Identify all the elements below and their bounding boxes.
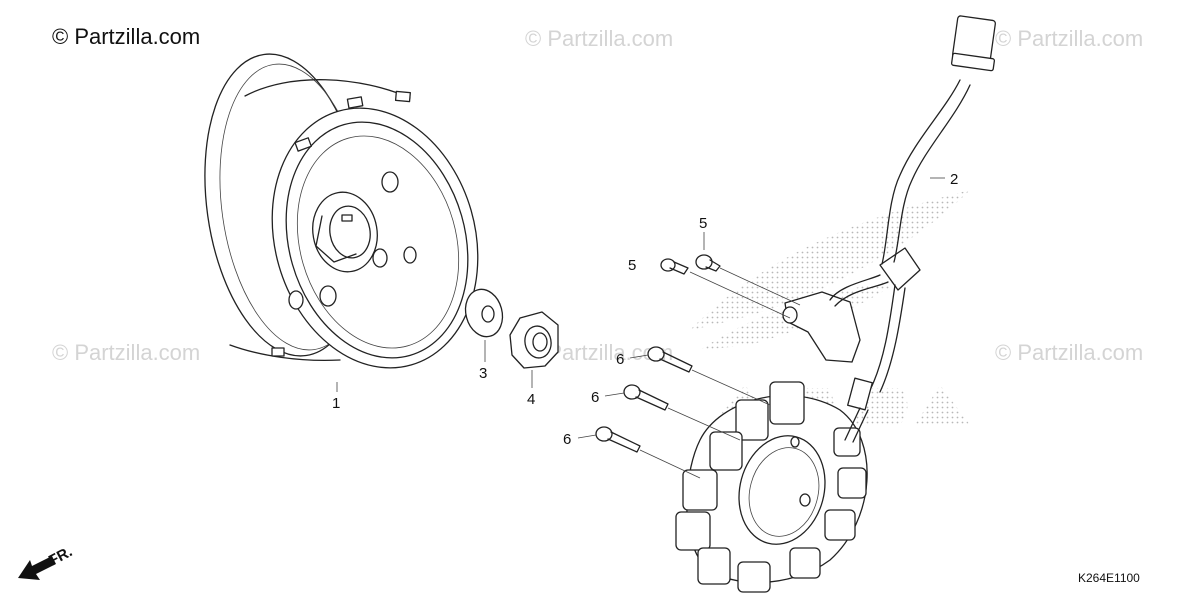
leader-lines	[336, 177, 945, 479]
flywheel	[204, 53, 479, 369]
callout-6: 6	[616, 351, 624, 368]
front-direction-arrow-icon	[18, 556, 56, 580]
watermark: © Partzilla.com	[995, 340, 1144, 365]
callout-1: 1	[332, 395, 340, 412]
watermark: © Partzilla.com	[995, 26, 1144, 51]
watermark: © Partzilla.com	[52, 340, 201, 365]
callout-4: 4	[527, 391, 535, 408]
bolt	[647, 346, 693, 373]
diagram-code: K264E1100	[1078, 571, 1140, 585]
callout-6: 6	[563, 431, 571, 448]
callout-numbers: 1 2 3 4 5 5 6 6 6	[332, 171, 958, 448]
callout-5: 5	[699, 215, 707, 232]
washer	[464, 288, 504, 338]
brand-watermark: © Partzilla.com	[52, 24, 201, 49]
bolt	[660, 258, 689, 275]
callout-5: 5	[628, 257, 636, 274]
bolt	[623, 384, 669, 411]
pulser-wire	[782, 15, 996, 443]
callout-3: 3	[479, 365, 487, 382]
callout-6: 6	[591, 389, 599, 406]
nut	[509, 311, 559, 369]
callout-2: 2	[950, 171, 958, 188]
bolt	[695, 254, 721, 272]
watermark: © Partzilla.com	[525, 26, 674, 51]
stator	[675, 381, 868, 593]
bolt	[595, 426, 641, 453]
